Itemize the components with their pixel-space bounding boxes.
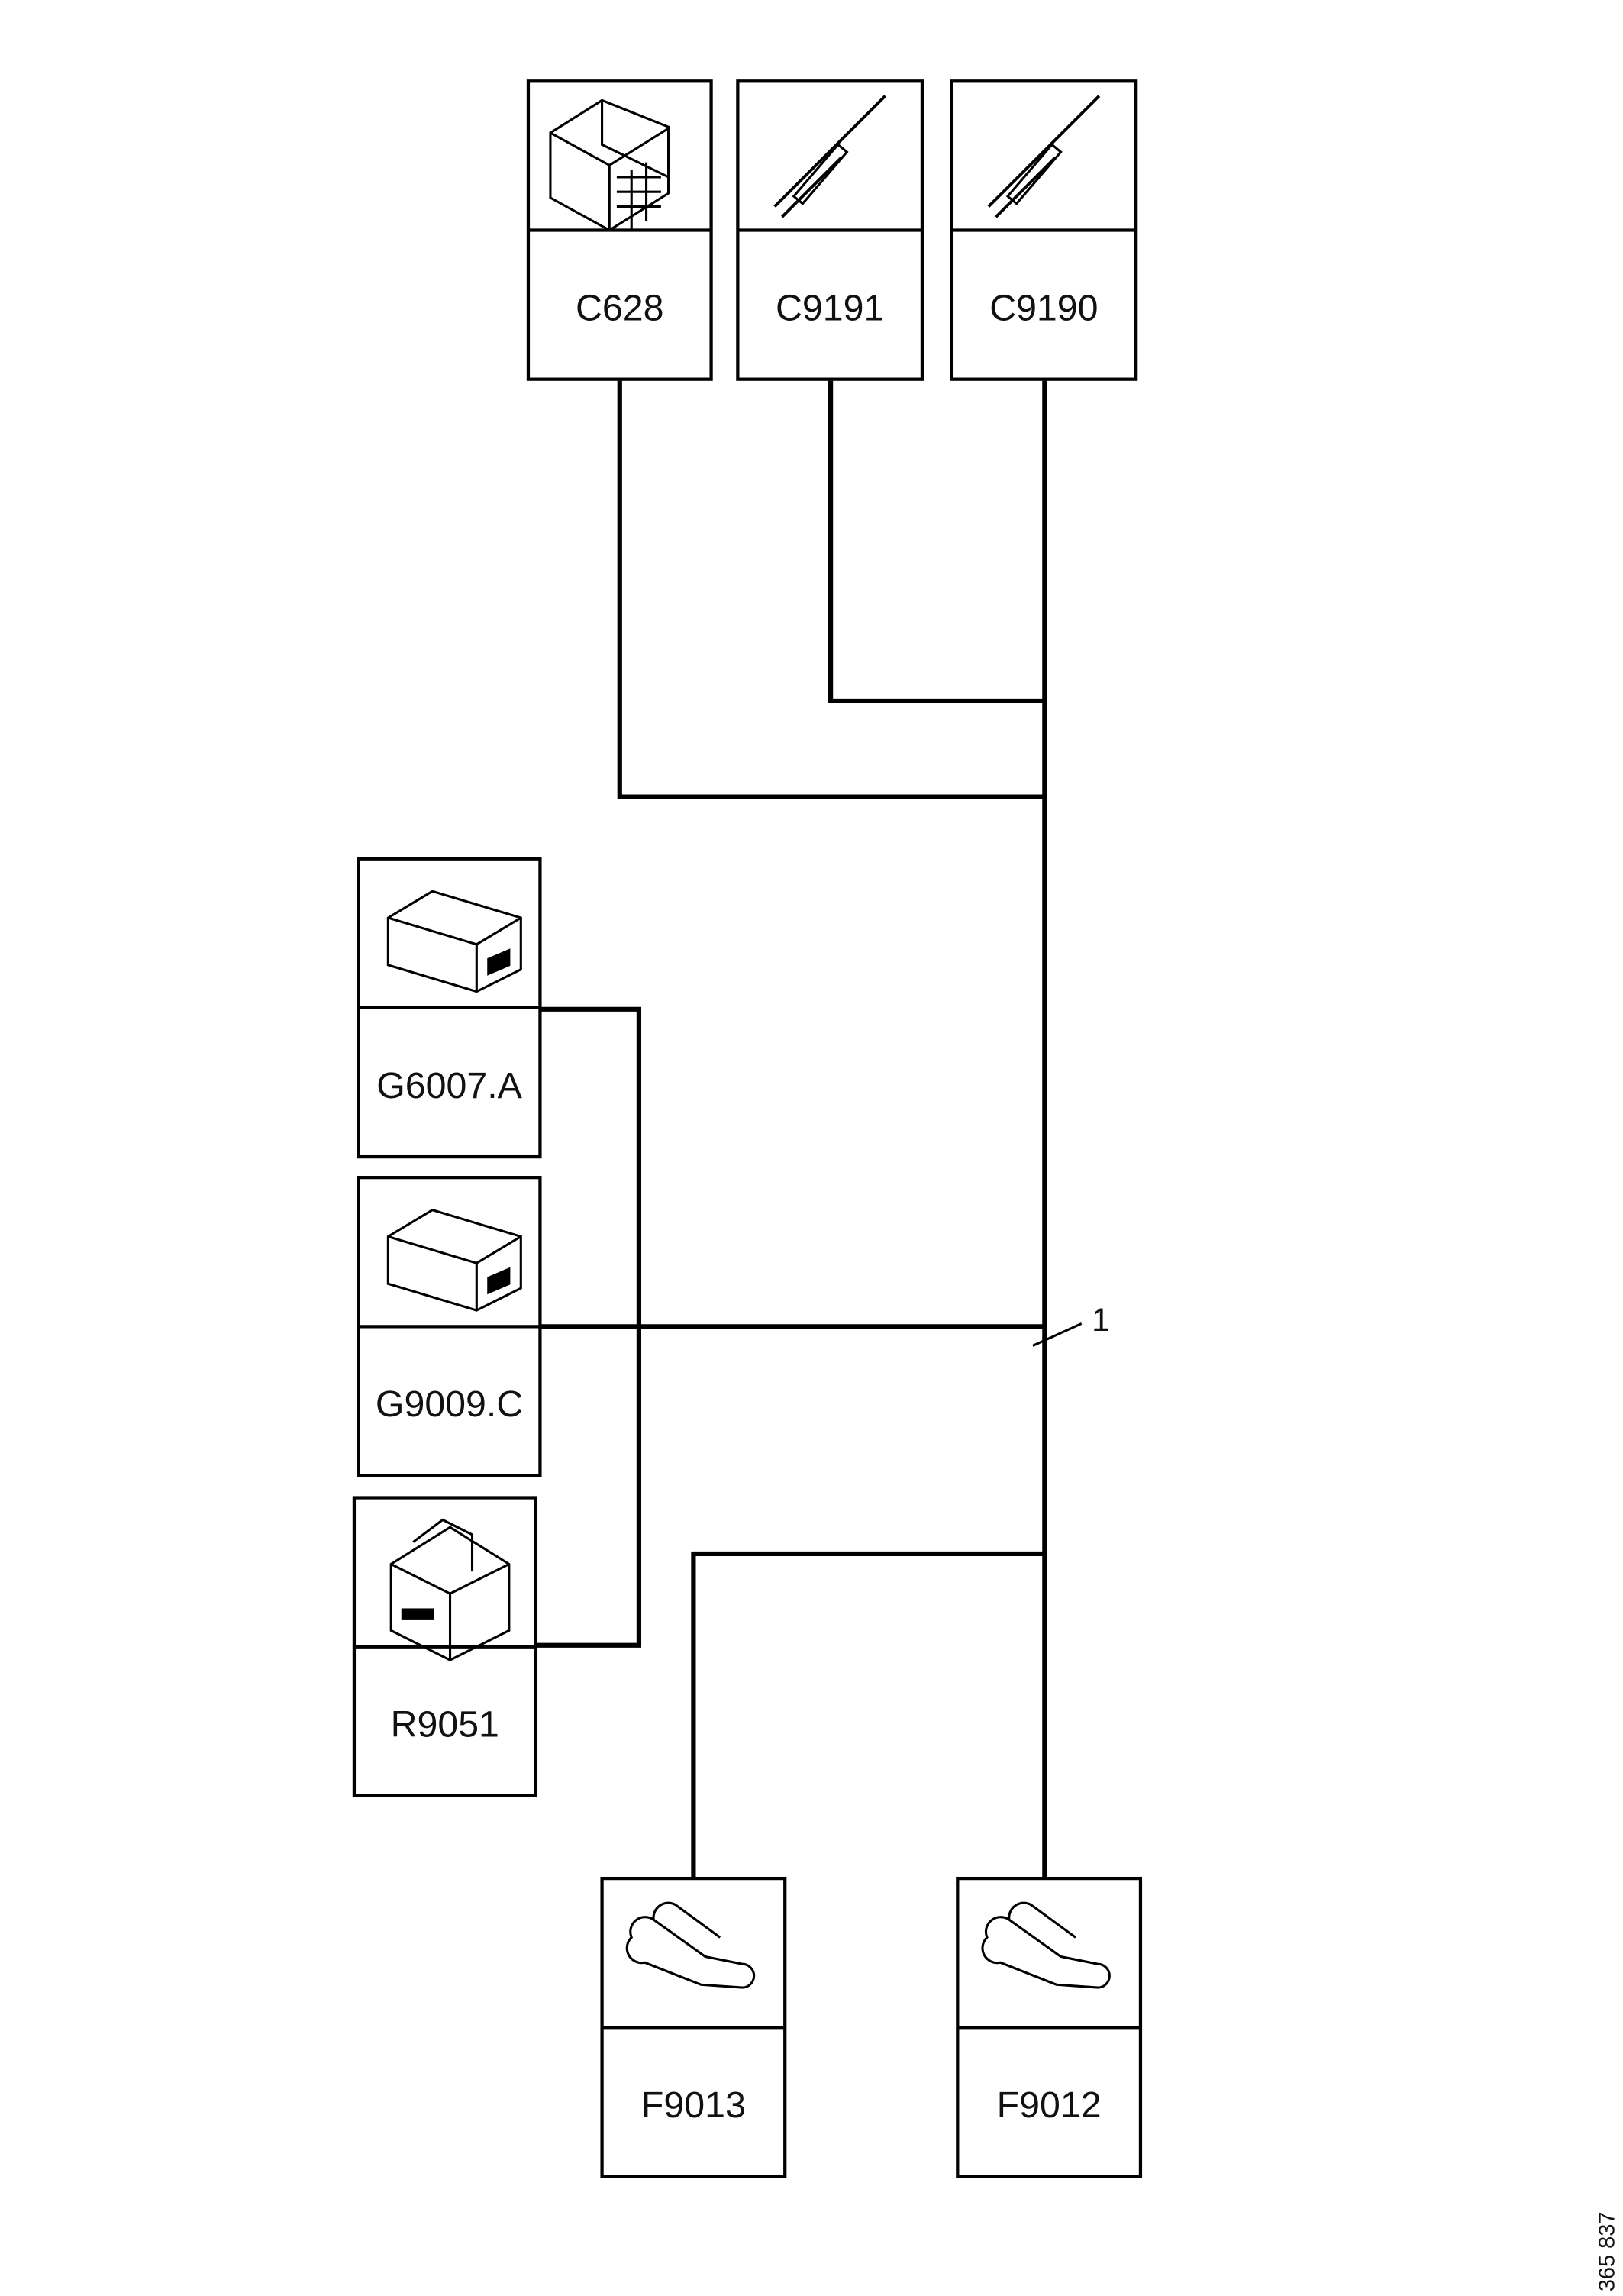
component-label: C9190 [989, 287, 1098, 328]
wire-marker-label: 1 [1092, 1303, 1110, 1339]
component-label: R9051 [391, 1704, 499, 1745]
wire-c9191 [828, 380, 1045, 704]
component-g9009-c: G9009.C [357, 1176, 542, 1477]
component-r9051: R9051 [352, 1496, 537, 1798]
component-label: C9191 [776, 287, 884, 328]
wire-marker-slash [1032, 1322, 1083, 1347]
fuse-terminal-icon [981, 1901, 1111, 1989]
wire-splice-icon [773, 95, 886, 218]
component-label: G9009.C [376, 1384, 523, 1425]
fuse-terminal-icon [625, 1901, 756, 1989]
component-f9013: F9013 [600, 1876, 787, 2178]
wire-c628 [617, 380, 1045, 799]
relay-holder-icon [389, 1518, 511, 1661]
wire-splice-icon [987, 95, 1101, 218]
component-c9191: C9191 [736, 79, 924, 381]
component-c9190: C9190 [950, 79, 1138, 381]
two-way-connector-icon [386, 890, 522, 993]
figure-number: 365 837 [1595, 2211, 1619, 2291]
wires [535, 380, 1083, 1881]
component-label: C628 [576, 287, 663, 328]
component-label: F9013 [641, 2084, 746, 2126]
multi-pin-connector-icon [549, 98, 670, 232]
two-way-connector-icon [386, 1208, 522, 1312]
component-f9012: F9012 [956, 1876, 1143, 2178]
component-c628: C628 [526, 79, 713, 381]
component-g6007-a: G6007.A [357, 857, 542, 1159]
component-label: F9012 [997, 2084, 1102, 2126]
component-label: G6007.A [376, 1065, 522, 1106]
wire-f9013 [691, 1551, 1045, 1881]
